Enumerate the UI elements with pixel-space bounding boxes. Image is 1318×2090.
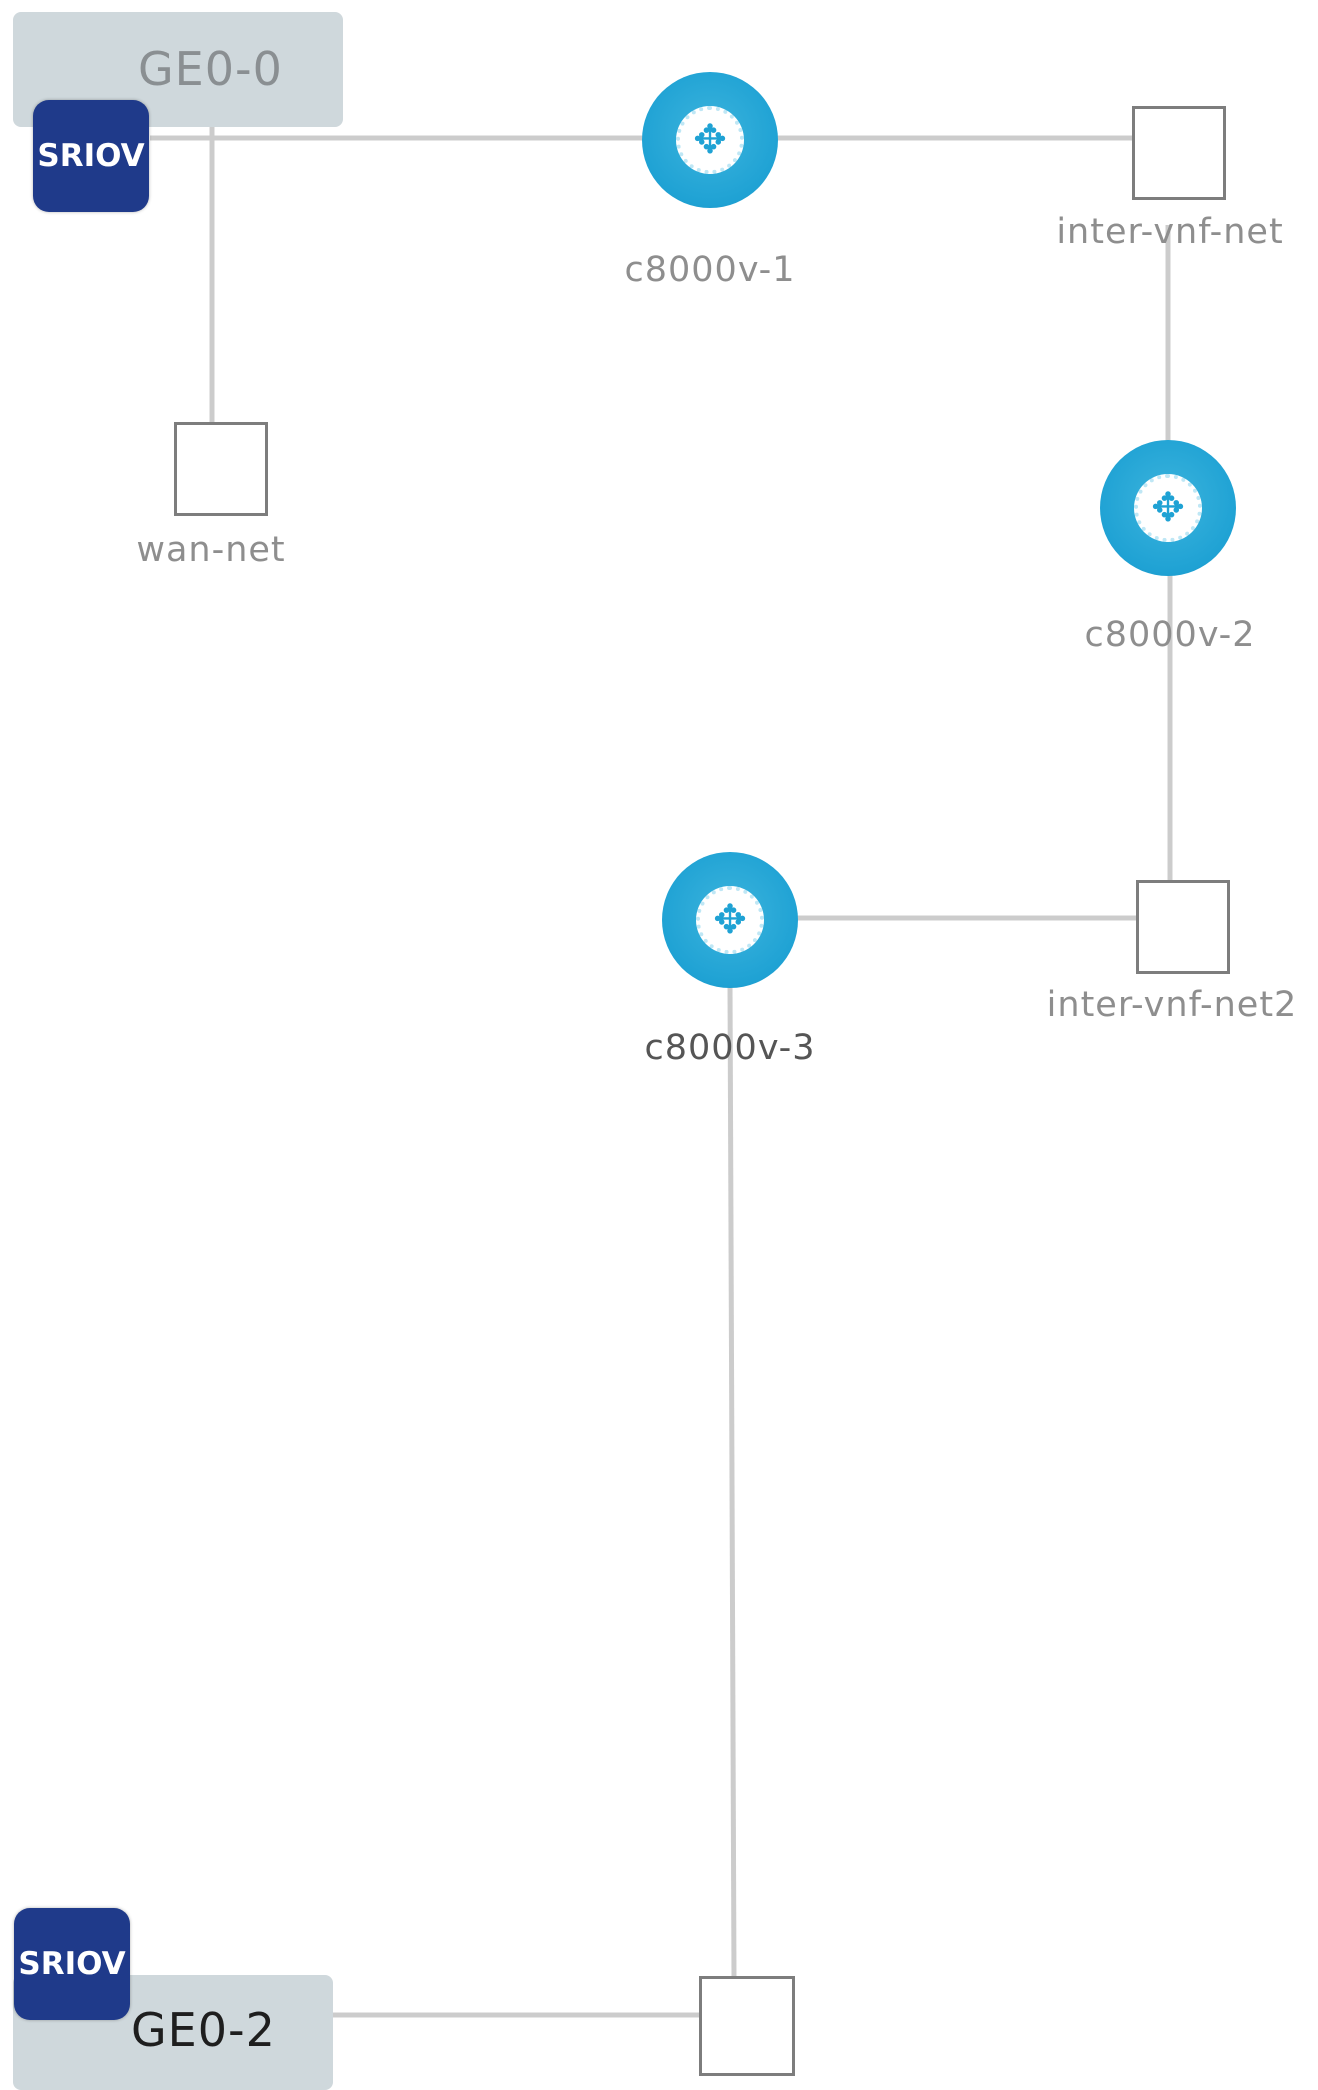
router-icon: ✥ — [696, 886, 764, 954]
network-lan[interactable] — [699, 1976, 795, 2076]
sriov-badge-bottom[interactable]: SRIOV — [14, 1908, 130, 2020]
vnf-c8000v-2[interactable]: ✥ — [1100, 440, 1236, 576]
link-c8000v3-lan — [727, 984, 737, 1979]
port-ge0-0-label: GE0-0 — [138, 42, 283, 96]
vnf-c8000v-2-label: c8000v-2 — [1084, 615, 1256, 655]
router-icon: ✥ — [676, 106, 744, 174]
network-inter-vnf-net2-label: inter-vnf-net2 — [1046, 985, 1298, 1025]
network-wan-net[interactable] — [174, 422, 268, 516]
vnf-c8000v-3[interactable]: ✥ — [662, 852, 798, 988]
port-ge0-2[interactable]: GE0-2 — [13, 1975, 333, 2090]
sriov-badge-top[interactable]: SRIOV — [33, 100, 149, 212]
network-inter-vnf-net-label: inter-vnf-net — [1056, 212, 1284, 252]
vnf-c8000v-3-label: c8000v-3 — [644, 1028, 816, 1068]
port-ge0-2-label: GE0-2 — [131, 2003, 276, 2057]
vnf-c8000v-1[interactable]: ✥ — [642, 72, 778, 208]
network-inter-vnf-net[interactable] — [1132, 106, 1226, 200]
vnf-c8000v-1-label: c8000v-1 — [624, 250, 796, 290]
network-inter-vnf-net2[interactable] — [1136, 880, 1230, 974]
network-wan-net-label: wan-net — [136, 530, 286, 570]
router-icon: ✥ — [1134, 474, 1202, 542]
